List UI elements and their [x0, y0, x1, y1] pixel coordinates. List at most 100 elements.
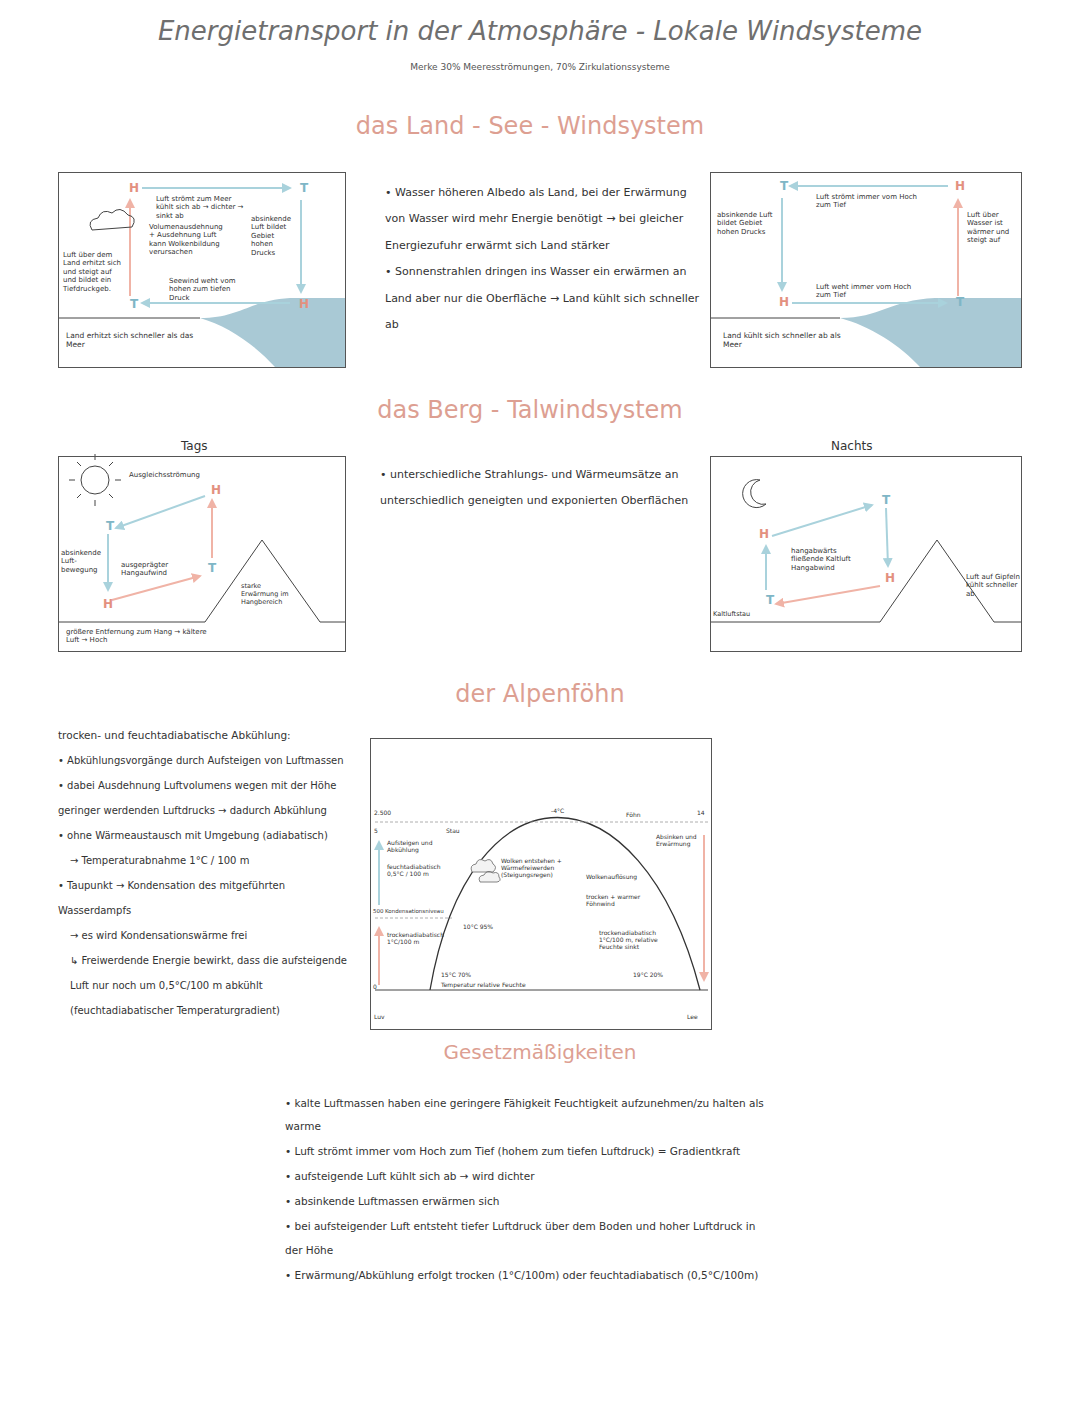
panel-note: absinkende Luft-bewegung: [61, 549, 107, 574]
panel-note: trockenadiabatisch 1°C/100 m, relative F…: [599, 929, 661, 951]
panel-note: Wolkenauflösung: [586, 873, 636, 880]
drawing-stroke: [711, 540, 1021, 622]
panel-note: Wolken entstehen + Wärmefreiwerden (Stei…: [501, 857, 563, 879]
panel-note: Luv: [374, 1013, 394, 1020]
bullet-text: • kalte Luftmassen haben eine geringere …: [285, 1092, 765, 1138]
drawing-stroke: [430, 818, 700, 991]
drawing-stroke: [116, 496, 205, 528]
page-title: Energietransport in der Atmosphäre - Lok…: [150, 16, 930, 46]
panel-note: Luft strömt immer vom Hoch zum Tief: [816, 193, 926, 210]
pressure-letter: T: [953, 295, 967, 309]
panel-note: Föhn: [626, 811, 656, 818]
diagram-panel: NachtsTHhangabwärts fließende Kaltluft H…: [710, 456, 1022, 652]
mountain-night-drawing: [711, 480, 1021, 622]
panel-note: -4°C: [551, 807, 581, 814]
panel-note: absinkende Luft bildet Gebiet hohen Druc…: [717, 211, 777, 236]
bullet-text: • Luft strömt immer vom Hoch zum Tief (h…: [285, 1140, 765, 1163]
drawing-stroke: [886, 508, 888, 566]
pressure-letter: T: [777, 179, 791, 193]
panel-note: 15°C 70%: [441, 971, 487, 978]
drawing-stroke: [790, 185, 948, 187]
bullet-text: → Temperaturabnahme 1°C / 100 m: [70, 848, 358, 873]
bullet-text: • ohne Wärmeaustausch mit Umgebung (adia…: [58, 823, 358, 848]
panel-note: Land erhitzt sich schneller als das Meer: [66, 331, 196, 349]
panel-note: feuchtadiabatisch 0,5°C / 100 m: [387, 863, 449, 877]
drawing-stroke: [142, 302, 290, 304]
drawing-stroke: [776, 586, 880, 604]
section-heading: der Alpenföhn: [430, 680, 650, 709]
drawing-stroke: [957, 200, 959, 296]
panel-note: Land kühlt sich schneller ab als Meer: [723, 331, 853, 349]
bullet-text: • Erwärmung/Abkühlung erfolgt trocken (1…: [285, 1264, 765, 1287]
drawing-stroke: [375, 918, 452, 919]
diagram-panel: TLuft strömt immer vom Hoch zum TiefHabs…: [710, 172, 1022, 368]
panel-note: ausgeprägter Hangaufwind: [121, 561, 179, 578]
bullet-text: • Sonnenstrahlen dringen ins Wasser ein …: [385, 259, 703, 338]
pressure-letter: T: [205, 561, 219, 575]
pressure-letter: H: [757, 527, 771, 541]
panel-note: 5: [374, 827, 384, 834]
drawing-stroke: [792, 302, 946, 304]
panel-note: trockenadiabatisch 1°C/100 m: [387, 931, 443, 945]
bullet-text: • Abkühlungsvorgänge durch Aufsteigen vo…: [58, 748, 358, 773]
foehn-chart-drawing: [375, 818, 708, 991]
drawing-stroke: [378, 842, 380, 905]
panel-note: Ausgleichsströmung: [129, 471, 209, 479]
panel-note: Luft über dem Land erhitzt sich und stei…: [63, 251, 125, 293]
panel-note: Aufsteigen und Abkühlung: [387, 839, 445, 853]
drawing-stroke: [375, 990, 708, 991]
drawing-stroke: [743, 480, 766, 508]
panel-heading: Tags: [181, 439, 241, 453]
drawing-stroke: [200, 298, 345, 367]
panel-note: Absinken und Erwärmung: [656, 833, 698, 847]
panel-note: Kaltluftstau: [713, 611, 761, 619]
diagram-panel: TagsAusgleichsströmungHTabsinkende Luft-…: [58, 456, 346, 652]
pressure-letter: T: [763, 593, 777, 607]
note-heading: trocken- und feuchtadiabatische Abkühlun…: [58, 722, 358, 748]
drawing-stroke: [112, 576, 200, 600]
drawing-stroke: [781, 198, 783, 290]
diagram-panel: 2.500 5 -4°C Föhn 14StauAufsteigen und Abküh…: [370, 738, 712, 1030]
panel-note: Seewind weht vom hohen zum tiefen Druck: [169, 277, 249, 302]
panel-note: Kondensationsniveau: [385, 908, 451, 915]
pressure-letter: T: [297, 181, 311, 195]
drawing-stroke: [471, 860, 500, 882]
drawing-stroke: [142, 187, 290, 189]
drawing-stroke: [59, 540, 345, 622]
pressure-letter: H: [127, 181, 141, 195]
drawing-stroke: [711, 318, 840, 319]
pressure-letter: H: [883, 571, 897, 585]
drawing-stroke: [129, 200, 131, 296]
panel-note: starke Erwärmung im Hangbereich: [241, 583, 289, 606]
note: Merke 30% Meeresströmungen, 70% Zirkulat…: [300, 62, 780, 73]
panel-note: Temperatur relative Feuchte: [441, 981, 541, 988]
drawing-stroke: [211, 500, 213, 558]
pressure-letter: H: [101, 597, 115, 611]
pressure-letter: T: [103, 519, 117, 533]
land-sea-day-drawing: [59, 188, 345, 367]
drawing-stroke: [772, 505, 872, 536]
pressure-letter: T: [879, 493, 893, 507]
drawing-stroke: [703, 835, 705, 980]
panel-note: 14: [697, 809, 711, 816]
panel-note: Stau: [446, 827, 476, 834]
bullet-text: • unterschiedliche Strahlungs- und Wärme…: [380, 462, 710, 515]
pressure-letter: H: [777, 295, 791, 309]
pressure-letter: T: [127, 297, 141, 311]
section-heading: das Berg - Talwindsystem: [330, 396, 730, 425]
panel-note: Luft auf Gipfeln kühlt schneller ab: [966, 573, 1020, 598]
bullet-text: • Wasser höheren Albedo als Land, bei de…: [385, 180, 703, 259]
bullet-text: → es wird Kondensationswärme frei: [70, 923, 358, 948]
panel-note: 2.500: [374, 809, 404, 816]
panel-note: 0: [373, 983, 383, 990]
panel-note: Luft über Wasser ist wärmer und steigt a…: [967, 211, 1017, 245]
section-heading: das Land - See - Windsystem: [330, 112, 730, 141]
bullet-text: • Taupunkt → Kondensation des mitgeführt…: [58, 873, 358, 923]
drawing-stroke: [300, 200, 302, 292]
drawing-stroke: [81, 466, 109, 494]
mountain-day-drawing: [59, 454, 345, 622]
drawing-stroke: [375, 822, 708, 823]
land-sea-night-drawing: [711, 186, 1021, 367]
drawing-stroke: [69, 454, 121, 506]
pressure-letter: H: [953, 179, 967, 193]
